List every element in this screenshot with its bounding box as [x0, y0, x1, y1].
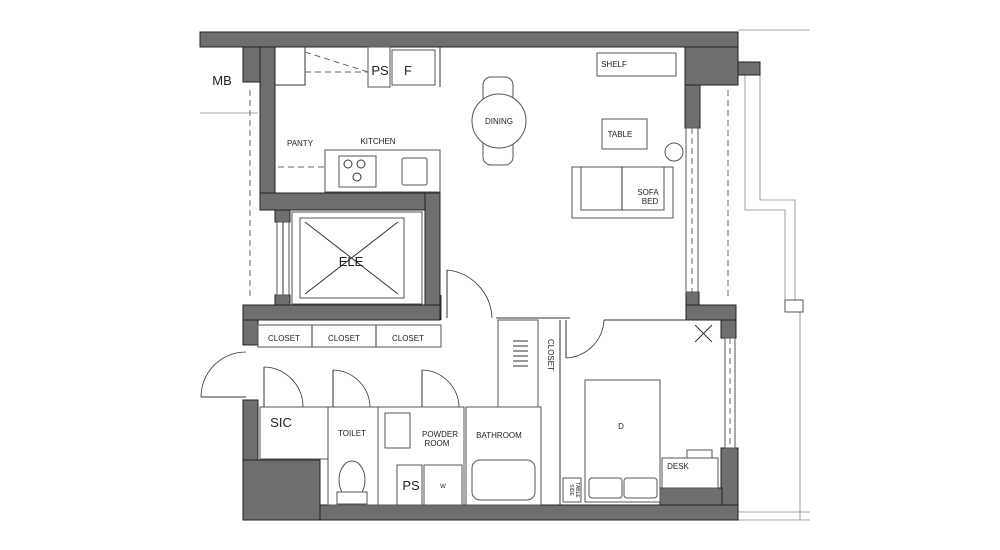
- pipe-shaft-bottom: [396, 464, 423, 506]
- label-closet-3: CLOSET: [392, 334, 424, 343]
- label-panty: PANTY: [287, 139, 314, 148]
- label-elevator: ELE: [339, 254, 364, 269]
- living-furniture: [471, 52, 684, 219]
- label-kitchen: KITCHEN: [360, 137, 395, 146]
- label-bed-sofa: BED: [642, 197, 659, 206]
- lamp: [664, 142, 684, 162]
- label-desk: DESK: [667, 462, 689, 471]
- label-dining: DINING: [485, 117, 513, 126]
- label-sofa: SOFA: [637, 188, 659, 197]
- label-toilet: TOILET: [338, 429, 366, 438]
- label-ps-top: PS: [371, 63, 389, 78]
- partitions: [200, 269, 719, 506]
- label-table: TABLE: [608, 130, 633, 139]
- label-side-table: TABLE: [574, 482, 580, 498]
- dining-table: [471, 93, 527, 149]
- label-closet-bedroom: CLOSET: [546, 339, 555, 371]
- desk: [661, 457, 719, 489]
- label-shelf: SHELF: [601, 60, 627, 69]
- label-room: ROOM: [425, 439, 450, 448]
- shelf: [596, 52, 677, 77]
- hanger-lines: [513, 340, 528, 367]
- fridge: [391, 49, 436, 86]
- sink: [401, 157, 428, 186]
- coffee-table: [601, 118, 648, 150]
- label-bathroom: BATHROOM: [476, 431, 522, 440]
- label-closet-1: CLOSET: [268, 334, 300, 343]
- label-side: SIDE: [568, 484, 574, 496]
- bathtub: [471, 459, 536, 501]
- label-fridge: F: [404, 63, 412, 78]
- label-closet-2: CLOSET: [328, 334, 360, 343]
- washer: [423, 464, 463, 506]
- label-sic: SIC: [270, 415, 292, 430]
- label-washer: W: [440, 484, 446, 490]
- cooktop: [338, 155, 377, 188]
- label-powder: POWDER: [422, 430, 458, 439]
- kitchen-area: [275, 46, 441, 193]
- windows: [276, 127, 736, 449]
- label-mb: MB: [212, 73, 232, 88]
- side-table: [562, 477, 582, 503]
- walls: [199, 31, 761, 521]
- label-ps-bottom: PS: [402, 478, 420, 493]
- room-labels: MB PS F SHELF DINING TABLE PANTY KITCHEN…: [212, 60, 689, 498]
- elevator: [291, 211, 423, 305]
- pipe-shaft-top: [367, 46, 391, 88]
- label-bed: D: [618, 422, 624, 431]
